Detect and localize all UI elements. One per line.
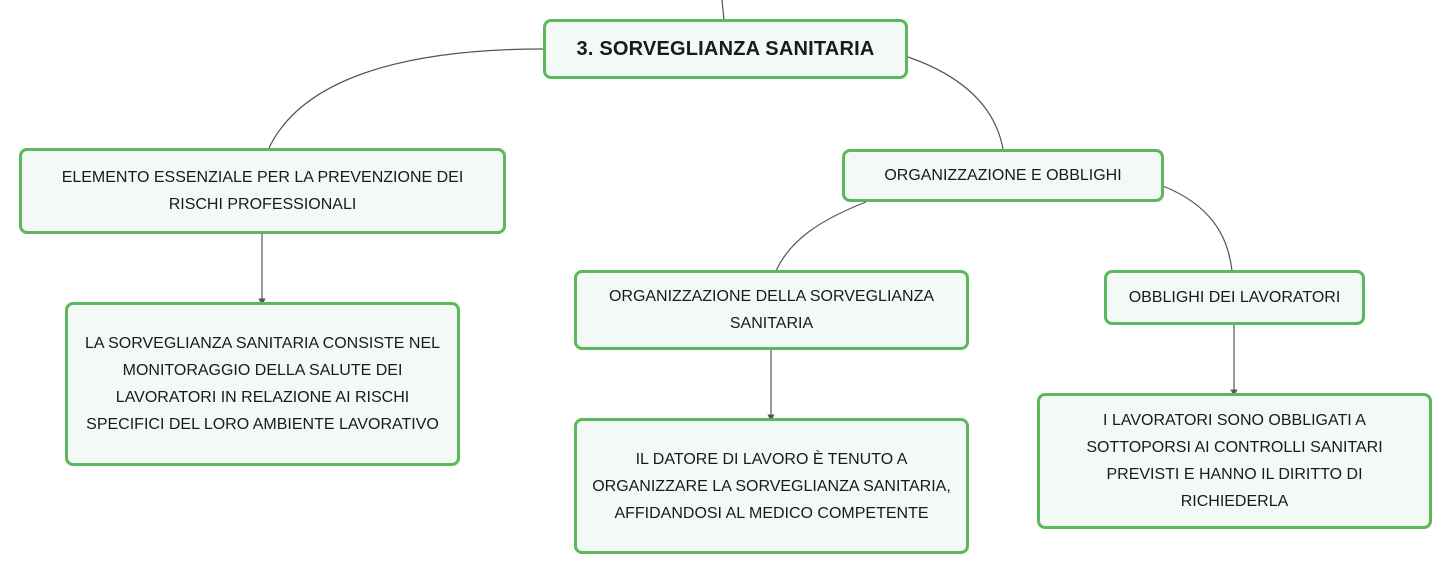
topic-label-organizzazione-obblighi: ORGANIZZAZIONE E OBBLIGHI [884,167,1122,184]
connector-from-parent [721,0,725,21]
connector-organizzazione-to-obblighi [1162,185,1233,272]
root-topic-node[interactable]: 3. SORVEGLIANZA SANITARIA [543,19,908,79]
topic-label-monitoraggio: LA SORVEGLIANZA SANITARIA CONSISTE NEL M… [84,335,441,433]
topic-label-elemento-essenziale: ELEMENTO ESSENZIALE PER LA PREVENZIONE D… [61,169,464,213]
connector-root-to-elemento [267,48,544,151]
topic-node-obblighi-lavoratori[interactable]: OBBLIGHI DEI LAVORATORI [1104,270,1365,325]
topic-label-obblighi-lavoratori: OBBLIGHI DEI LAVORATORI [1128,289,1341,306]
connector-root-to-organizzazione [907,56,1004,150]
topic-node-datore-lavoro[interactable]: IL DATORE DI LAVORO È TENUTO A ORGANIZZA… [574,418,969,554]
connector-organizzazione-to-sorveglianza [775,201,867,272]
topic-label-datore-lavoro: IL DATORE DI LAVORO È TENUTO A ORGANIZZA… [592,450,951,522]
topic-node-monitoraggio[interactable]: LA SORVEGLIANZA SANITARIA CONSISTE NEL M… [65,302,460,466]
topic-label-organizzazione-sorveglianza: ORGANIZZAZIONE DELLA SORVEGLIANZA SANITA… [608,288,935,332]
root-topic-label: 3. SORVEGLIANZA SANITARIA [576,37,875,60]
topic-node-lavoratori-obbligati[interactable]: I LAVORATORI SONO OBBLIGATI A SOTTOPORSI… [1037,393,1432,529]
topic-node-organizzazione-obblighi[interactable]: ORGANIZZAZIONE E OBBLIGHI [842,149,1164,202]
topic-node-elemento-essenziale[interactable]: ELEMENTO ESSENZIALE PER LA PREVENZIONE D… [19,148,506,234]
topic-node-organizzazione-sorveglianza[interactable]: ORGANIZZAZIONE DELLA SORVEGLIANZA SANITA… [574,270,969,350]
topic-label-lavoratori-obbligati: I LAVORATORI SONO OBBLIGATI A SOTTOPORSI… [1086,412,1383,510]
